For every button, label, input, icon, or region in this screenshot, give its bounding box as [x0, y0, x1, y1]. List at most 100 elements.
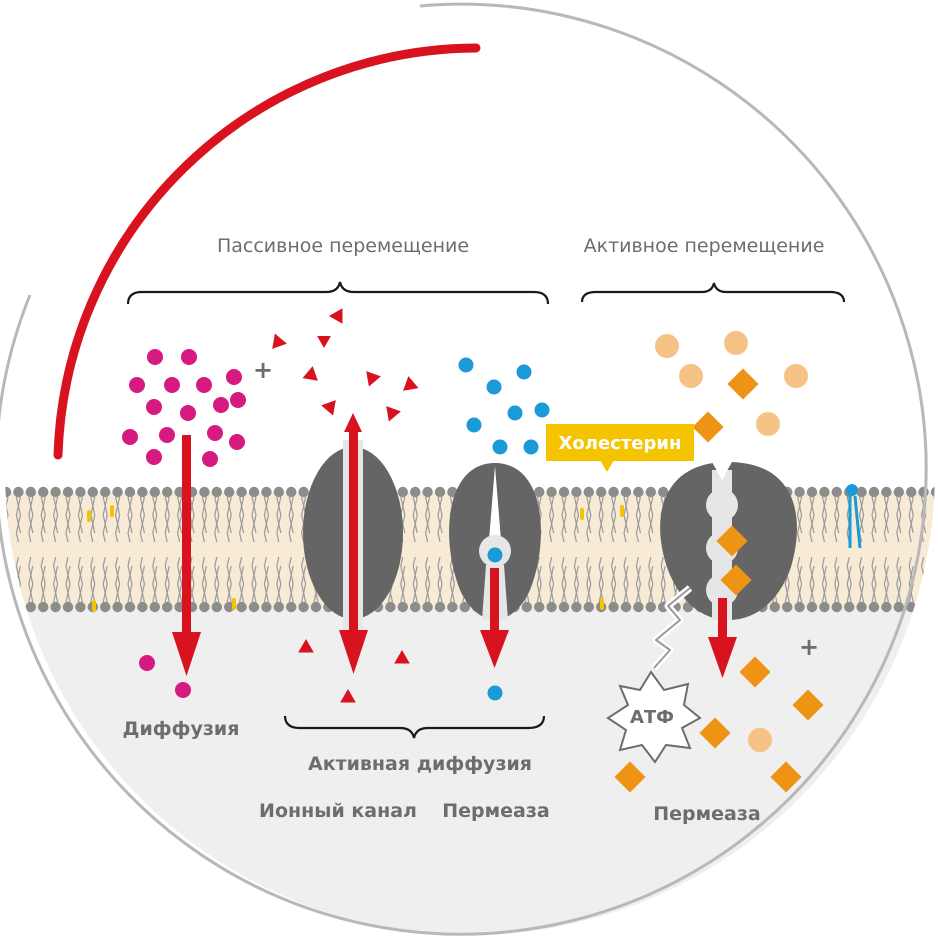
lipid-tail-top	[17, 496, 22, 534]
lipid-tail-bottom	[77, 556, 82, 603]
lipid-tail-top	[437, 496, 441, 543]
lipid-head-top	[608, 486, 619, 498]
lipid-tail-top	[811, 496, 815, 534]
lipid-tail-bottom	[548, 556, 553, 603]
lipid-tail-top	[114, 496, 119, 543]
lipid-tail-bottom	[116, 565, 121, 603]
lipid-head-top	[819, 486, 830, 498]
lipid-tail-bottom	[637, 565, 642, 603]
cholesterol-mark	[232, 598, 236, 610]
lipid-head-top	[583, 486, 594, 498]
lipid-tail-bottom	[660, 556, 664, 603]
lipid-tail-top	[426, 496, 431, 534]
lipid-tail-bottom	[129, 565, 133, 603]
lipid-tail-top	[588, 496, 592, 534]
lipid-tail-top	[424, 496, 429, 543]
lipid-head-top	[100, 486, 111, 498]
lipid-head-top	[298, 486, 309, 498]
lipid-tail-bottom	[228, 565, 232, 603]
magenta-molecule	[181, 349, 197, 365]
lipid-head-bottom	[298, 601, 309, 613]
lipid-tail-top	[127, 496, 131, 543]
lipid-tail-top	[635, 496, 640, 543]
lipid-tail-top	[238, 496, 243, 543]
magenta-molecule	[229, 434, 245, 450]
blue-molecule	[534, 402, 550, 418]
lipid-tail-bottom	[922, 565, 927, 603]
peach-molecule	[655, 334, 679, 358]
lipid-head-bottom	[868, 601, 880, 613]
magenta-molecule	[164, 377, 180, 393]
lipid-head-top	[211, 486, 222, 498]
lipid-tail-top	[253, 496, 257, 534]
ion-triangle	[302, 366, 318, 381]
lipid-head-top	[571, 486, 582, 498]
lipid-tail-top	[896, 496, 900, 543]
lipid-tail-top	[67, 496, 71, 534]
ion-triangle	[340, 689, 356, 703]
passive-permease-label: Пермеаза	[442, 800, 550, 822]
lipid-head-bottom	[645, 601, 656, 613]
lipid-tail-bottom	[42, 565, 46, 603]
lipid-tail-bottom	[152, 556, 156, 603]
lipid-tail-bottom	[823, 565, 828, 603]
lipid-head-top	[620, 486, 632, 498]
blue-molecule	[486, 379, 502, 395]
lipid-head-top	[645, 486, 656, 498]
cholesterol-marks	[87, 505, 624, 612]
lipid-head-bottom	[248, 601, 260, 613]
lipid-tail-top	[278, 496, 282, 534]
lipid-tail-top	[834, 496, 838, 543]
facilitated-diffusion-label: Активная диффузия	[308, 753, 532, 775]
arrow-ion-channel	[339, 413, 368, 674]
lipid-tail-top	[586, 496, 590, 543]
lipid-head-bottom	[782, 601, 793, 613]
lipid-tail-top	[141, 496, 146, 534]
lipid-head-bottom	[558, 601, 570, 613]
lipid-head-bottom	[385, 601, 396, 613]
lipid-tail-top	[102, 496, 106, 543]
lipid-head-bottom	[769, 601, 780, 613]
lipid-tail-bottom	[263, 556, 268, 603]
lipid-head-top	[930, 486, 935, 498]
lipid-tail-top	[625, 496, 629, 534]
lipid-tail-bottom	[65, 556, 69, 603]
lipid-tail-bottom	[52, 556, 57, 603]
lipid-tail-top	[561, 496, 565, 543]
lipid-tail-top	[290, 496, 294, 534]
lipid-tail-bottom	[650, 565, 654, 603]
lipid-head-top	[558, 486, 570, 498]
lipid-tail-bottom	[625, 565, 629, 603]
lipid-tail-top	[176, 496, 181, 543]
ion-triangle	[366, 371, 381, 387]
lipid-tail-bottom	[251, 556, 255, 603]
diffusion-label: Диффузия	[123, 718, 240, 740]
lipid-tail-top	[412, 496, 416, 543]
lipid-tail-top	[40, 496, 44, 543]
lipid-head-top	[25, 486, 36, 498]
lipid-tail-top	[30, 496, 34, 534]
lipid-tail-bottom	[610, 556, 615, 603]
lipid-tail-top	[77, 496, 82, 543]
atp-label: АТФ	[630, 707, 674, 728]
lipid-tail-bottom	[90, 556, 94, 603]
lipid-tail-top	[836, 496, 840, 534]
lipid-tail-top	[28, 496, 32, 543]
lipid-head-top	[868, 486, 880, 498]
lipid-head-bottom	[137, 601, 148, 613]
lipid-tail-bottom	[451, 565, 456, 603]
blue-molecule	[516, 364, 532, 380]
lipid-tail-bottom	[214, 556, 218, 603]
lipid-head-bottom	[806, 601, 818, 613]
lipid-tail-bottom	[846, 556, 850, 603]
lipid-tail-bottom	[28, 556, 32, 603]
lipid-head-bottom	[397, 601, 408, 613]
lipid-head-bottom	[831, 601, 842, 613]
lipid-tail-top	[648, 496, 652, 543]
lipid-tail-top	[104, 496, 108, 534]
lipid-tail-bottom	[154, 565, 158, 603]
lipid-tail-bottom	[240, 565, 245, 603]
lipid-tail-top	[796, 496, 801, 543]
lipid-tail-top	[612, 496, 617, 534]
